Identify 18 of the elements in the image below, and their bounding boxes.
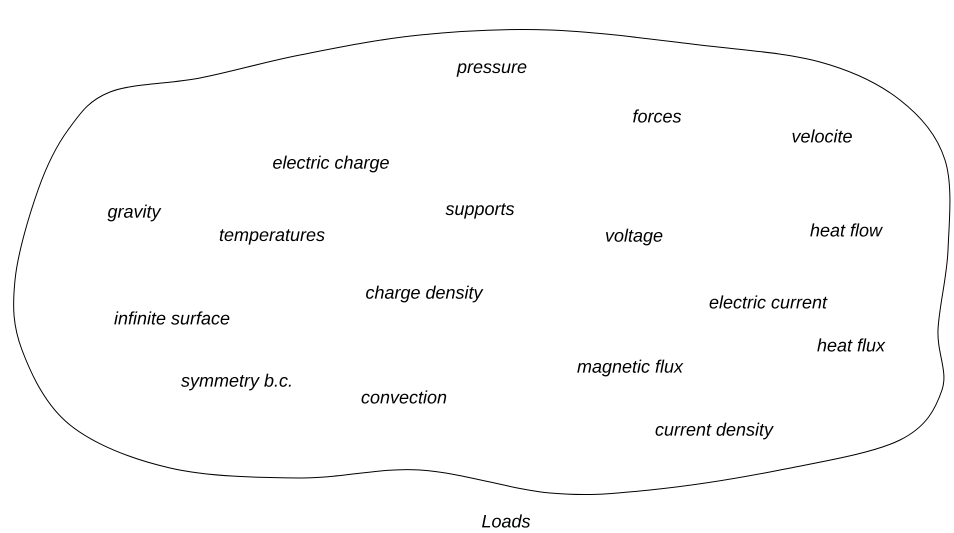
region-text: current density — [656, 422, 774, 440]
region-text: forces — [633, 109, 682, 123]
region-text: supports — [446, 203, 514, 219]
region-text: Loads — [482, 514, 530, 528]
region-text: charge density — [366, 286, 484, 302]
region-text: velocite — [792, 129, 852, 143]
region-text: pressure — [456, 63, 526, 77]
region-text: convection — [362, 390, 446, 404]
region-text: electric current — [710, 295, 828, 309]
region-text: gravity — [108, 204, 162, 222]
region-text: temperatures — [220, 229, 325, 245]
region-text: electric charge — [273, 156, 389, 172]
region-text: symmetry b.c. — [181, 374, 291, 390]
region-text: magnetic flux — [577, 360, 684, 376]
region-text: heat flux — [817, 338, 886, 352]
region-text: heat flow — [810, 223, 883, 237]
region-text: voltage — [606, 228, 662, 246]
region-text: infinite surface — [114, 311, 230, 325]
